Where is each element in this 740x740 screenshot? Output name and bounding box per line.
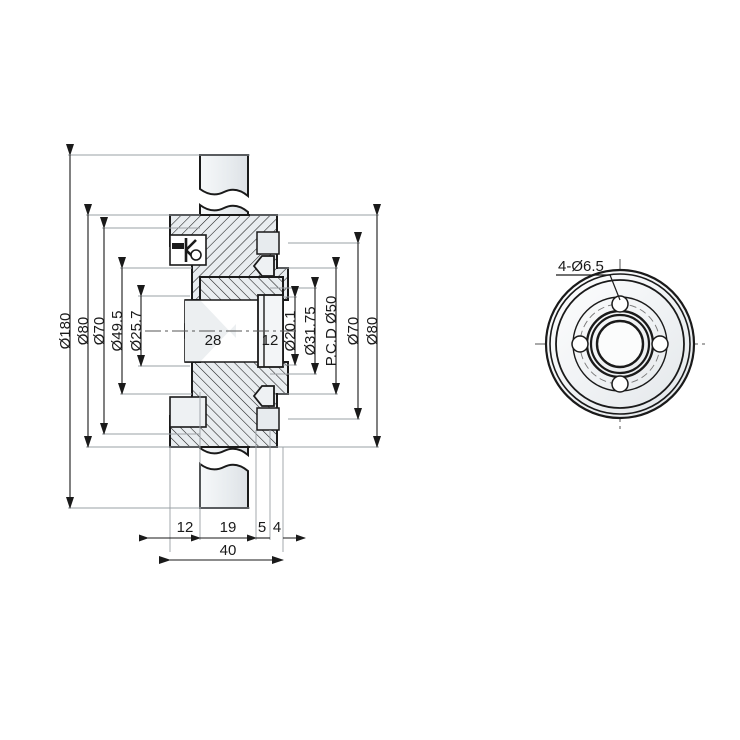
bolt-hole-left (571, 335, 589, 353)
bottom-dimension-texts: 12 19 5 4 40 (177, 519, 282, 559)
bolt-hole-top (611, 295, 629, 313)
left-dimension-texts: Ø180 Ø80 Ø70 Ø49.5 Ø25.7 (57, 311, 145, 352)
dim-d20-1: Ø20.1 (282, 311, 299, 352)
right-dimension-group (250, 204, 381, 448)
counterbore-lower (256, 407, 280, 431)
seal-pocket-lower (169, 396, 207, 428)
left-dimension-group (66, 144, 250, 509)
dim-d31-75: Ø31.75 (302, 306, 319, 355)
seal-spring-upper (190, 249, 202, 261)
bolt-hole-bottom (611, 375, 629, 393)
outer-chamfer-circle (549, 273, 691, 415)
dim-4-linear: 4 (273, 519, 281, 536)
dim-d70-left: Ø70 (91, 317, 108, 345)
dim-40-overall: 40 (220, 542, 237, 559)
counterbore-upper (256, 231, 280, 255)
seal-pocket-upper (169, 234, 207, 266)
bore-ring-inner (595, 319, 645, 369)
bolt-hole-lower (252, 385, 275, 407)
dim-pcd-50: P.C.D Ø50 (323, 296, 340, 367)
dim-12-linear: 12 (177, 519, 194, 536)
dim-19-linear: 19 (220, 519, 237, 536)
cross-section-view: 28 12 (57, 144, 381, 564)
inner-label-28: 28 (205, 332, 222, 349)
inner-dimension-labels: 28 12 (205, 332, 279, 349)
callout-leader-line (609, 274, 621, 301)
dim-d180: Ø180 (57, 313, 74, 350)
break-line-bottom (199, 462, 249, 509)
dim-d49-5: Ø49.5 (109, 311, 126, 352)
break-line-top (199, 154, 249, 199)
front-circular-view: 4-Ø6.5 (535, 258, 705, 429)
bolt-hole-callout: 4-Ø6.5 (556, 258, 621, 301)
dim-d70-right: Ø70 (345, 317, 362, 345)
right-dimension-texts: Ø20.1 Ø31.75 P.C.D Ø50 Ø70 Ø80 (282, 296, 381, 367)
callout-text-4-d6-5: 4-Ø6.5 (558, 258, 604, 275)
dim-d80-right: Ø80 (364, 317, 381, 345)
dim-d25-7: Ø25.7 (128, 311, 145, 352)
flange-step-circle (555, 279, 685, 409)
dim-d80-left: Ø80 (75, 317, 92, 345)
bolt-hole-right (651, 335, 669, 353)
bore-ring-mid (589, 313, 651, 375)
lip-seal-icon-upper (172, 243, 184, 249)
dim-5-linear: 5 (258, 519, 266, 536)
bottom-dimension-group (139, 392, 306, 564)
inner-label-12: 12 (262, 332, 279, 349)
